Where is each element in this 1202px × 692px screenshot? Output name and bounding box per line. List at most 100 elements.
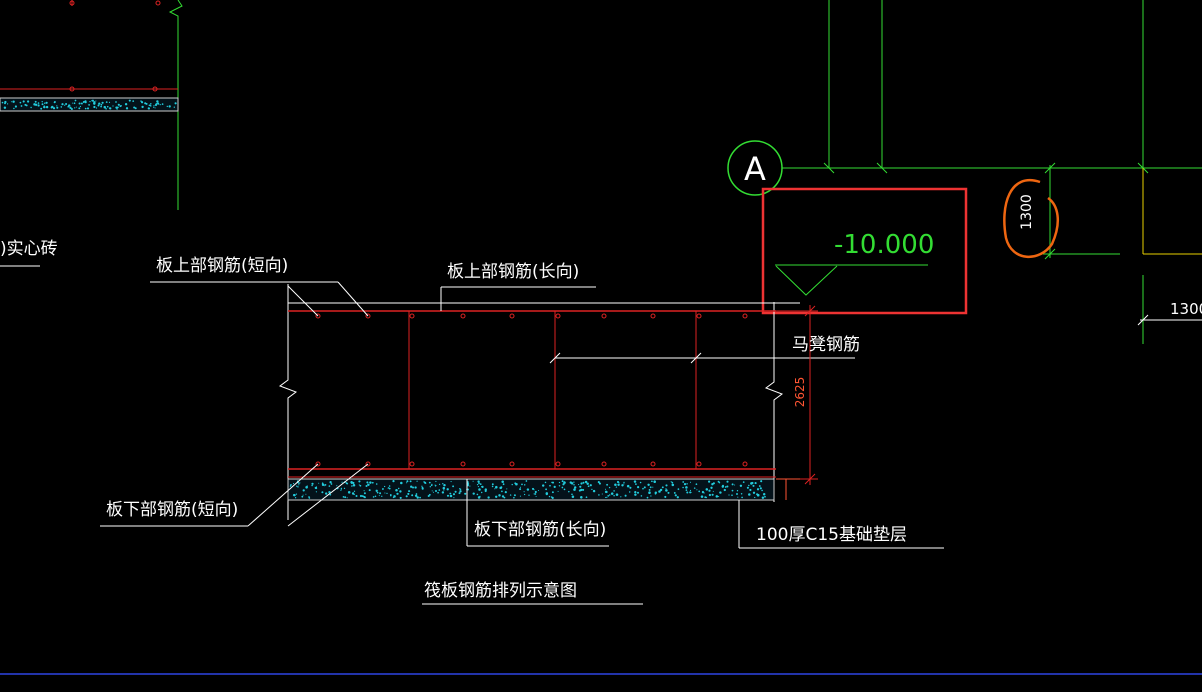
speckle-dot (74, 107, 76, 109)
speckle-dot (654, 491, 657, 494)
speckle-dot (351, 482, 353, 485)
speckle-dot (80, 102, 83, 105)
break-line-left (278, 284, 298, 520)
speckle-dot (731, 494, 733, 496)
speckle-dot (115, 101, 117, 103)
speckle-dot (756, 493, 759, 496)
rebar-dot (555, 461, 561, 467)
speckle-dot (739, 484, 743, 487)
speckle-dot (406, 480, 409, 483)
speckle-dot (708, 489, 711, 492)
speckle-dot (521, 483, 523, 486)
speckle-dot (646, 496, 649, 499)
speckle-dot (93, 102, 95, 105)
speckle-dot (452, 485, 455, 488)
speckle-dot (374, 495, 377, 497)
speckle-dot (650, 495, 652, 497)
speckle-dot (553, 485, 556, 489)
speckle-dot (750, 482, 753, 485)
speckle-dot (472, 492, 475, 495)
speckle-dot (637, 486, 640, 489)
speckle-dot (665, 489, 668, 492)
speckle-dot (108, 101, 111, 103)
speckle-dot (329, 493, 332, 496)
speckle-dot (718, 482, 721, 484)
speckle-dot (648, 488, 651, 491)
speckle-dot (414, 494, 418, 498)
label-top-short[interactable]: 板上部钢筋(短向) (150, 256, 369, 317)
speckle-dot (501, 495, 505, 498)
speckle-dot (731, 483, 734, 486)
speckle-dot (91, 100, 93, 102)
speckle-dot (620, 496, 622, 498)
speckle-dot (124, 102, 128, 106)
label-bottom-long[interactable]: 板下部钢筋(长向) (466, 479, 609, 547)
speckle-dot (108, 107, 111, 109)
speckle-dot (345, 482, 348, 485)
speckle-dot (531, 487, 535, 490)
speckle-dot (761, 489, 763, 492)
label-cushion[interactable]: 100厚C15基础垫层 (738, 500, 944, 549)
speckle-dot (598, 494, 600, 496)
speckle-dot (606, 483, 609, 486)
speckle-dot (416, 480, 418, 482)
cushion-speckle (1, 99, 177, 111)
speckle-dot (125, 107, 129, 110)
speckle-dot (582, 488, 585, 491)
speckle-dot (295, 493, 298, 495)
speckle-dot (34, 103, 38, 107)
speckle-dot (640, 495, 643, 497)
speckle-dot (634, 493, 637, 496)
speckle-dot (478, 482, 480, 485)
speckle-dot (79, 105, 81, 108)
speckle-dot (434, 489, 438, 493)
speckle-dot (388, 485, 391, 487)
speckle-dot (454, 490, 457, 493)
speckle-dot (452, 493, 456, 496)
label-top-long-text: 板上部钢筋(长向) (447, 262, 579, 282)
speckle-dot (615, 493, 619, 496)
speckle-dot (580, 496, 583, 499)
rebar-dot (152, 86, 158, 92)
speckle-dot (615, 486, 618, 488)
label-bottom-short-text: 板下部钢筋(短向) (106, 500, 238, 520)
label-chair-bar[interactable]: 马凳钢筋 (792, 335, 860, 355)
speckle-dot (484, 489, 487, 493)
speckle-dot (514, 482, 517, 485)
speckle-dot (1, 101, 4, 104)
elevation-label: -10.000 (834, 230, 934, 260)
speckle-dot (134, 107, 137, 110)
speckle-dot (626, 484, 630, 488)
speckle-dot (610, 492, 614, 495)
speckle-dot (731, 489, 734, 492)
speckle-dot (306, 485, 308, 487)
speckle-dot (397, 487, 400, 490)
speckle-dot (525, 480, 528, 482)
axis-marker-a[interactable]: A (727, 140, 783, 196)
speckle-dot (381, 495, 383, 497)
speckle-dot (634, 490, 637, 494)
speckle-dot (689, 489, 692, 492)
speckle-dot (396, 492, 399, 495)
speckle-dot (712, 490, 714, 492)
speckle-dot (572, 495, 574, 498)
label-bottom-short[interactable]: 板下部钢筋(短向) (100, 463, 369, 527)
speckle-dot (677, 488, 680, 490)
speckle-dot (78, 102, 81, 105)
rebar-dot (460, 461, 466, 467)
elevation-highlight[interactable]: -10.000 (761, 187, 968, 315)
dimension-far-right-1300: 1300 (1137, 275, 1202, 344)
speckle-dot (399, 490, 402, 493)
speckle-dot (305, 493, 307, 495)
speckle-dot (22, 100, 25, 103)
annotation-circle (1003, 179, 1060, 259)
rebar-dot (555, 313, 561, 319)
speckle-dot (728, 494, 730, 496)
label-top-long[interactable]: 板上部钢筋(长向) (440, 262, 596, 311)
speckle-dot (736, 493, 738, 495)
speckle-dot (708, 480, 711, 483)
drawing-caption-text: 筏板钢筋排列示意图 (424, 581, 577, 601)
speckle-dot (324, 484, 327, 486)
speckle-dot (598, 482, 601, 485)
